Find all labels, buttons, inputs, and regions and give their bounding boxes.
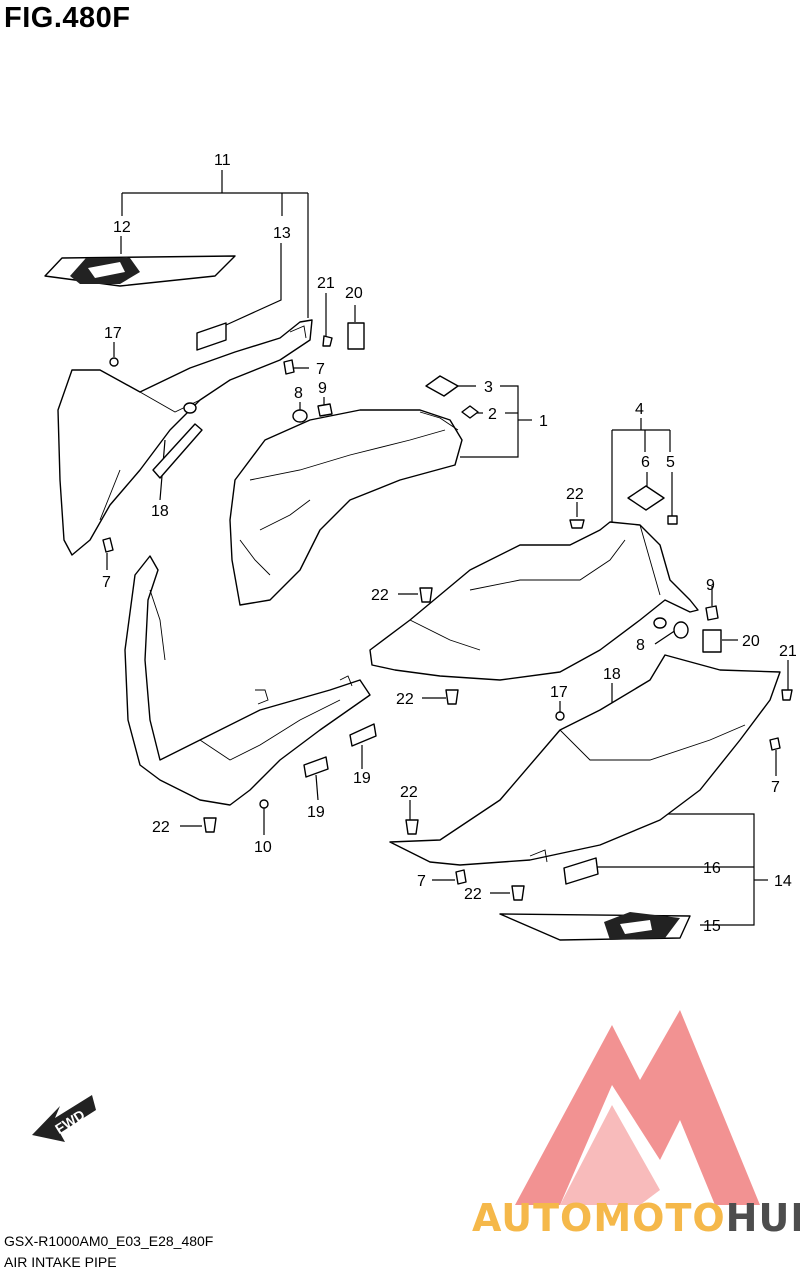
part-5-label (667, 515, 678, 525)
part-19-label-b (303, 756, 329, 778)
part-10-left-lower-cowl (124, 555, 371, 806)
part-2-label (461, 405, 479, 419)
fwd-arrow-icon: FWD (32, 1095, 96, 1142)
part-4-right-intake-pipe (369, 521, 699, 681)
part-14-right-lower-cowl (389, 654, 781, 866)
callout-18: 18 (603, 666, 621, 683)
part-11-left-cowl (57, 319, 313, 556)
part-13-label (196, 322, 227, 351)
part-15-decal (499, 912, 691, 941)
part-6-label (627, 485, 665, 511)
callout-20: 20 (742, 633, 760, 650)
callout-22: 22 (400, 784, 418, 801)
callout-22: 22 (152, 819, 170, 836)
figure-title: FIG.480F (4, 2, 131, 34)
automotohub-logo (515, 1010, 760, 1205)
callout-19: 19 (307, 804, 325, 821)
callout-2: 2 (488, 406, 497, 423)
leader-lines (106, 170, 789, 926)
callout-13: 13 (273, 225, 291, 242)
callout-8: 8 (294, 385, 303, 402)
callout-22: 22 (566, 486, 584, 503)
callout-1: 1 (539, 413, 548, 430)
callout-14: 14 (774, 873, 792, 890)
callout-8: 8 (636, 637, 645, 654)
part-3-label (425, 375, 459, 397)
watermark-part2: HUB (725, 1196, 800, 1240)
fasteners-left-upper (102, 322, 365, 553)
callout-9: 9 (706, 577, 715, 594)
callout-17: 17 (104, 325, 122, 342)
callout-7: 7 (417, 873, 426, 890)
part-18-label (152, 423, 203, 479)
callout-22: 22 (396, 691, 414, 708)
callout-numbers: 11 12 13 17 18 7 21 20 7 8 9 3 2 1 4 6 5… (102, 152, 797, 935)
callout-21: 21 (317, 275, 335, 292)
callout-7: 7 (316, 361, 325, 378)
callout-19: 19 (353, 770, 371, 787)
callout-22: 22 (371, 587, 389, 604)
callout-17: 17 (550, 684, 568, 701)
callout-4: 4 (635, 401, 644, 418)
callout-22: 22 (464, 886, 482, 903)
callout-15: 15 (703, 918, 721, 935)
callout-7: 7 (771, 779, 780, 796)
callout-7: 7 (102, 574, 111, 591)
footer-code: GSX-R1000AM0_E03_E28_480F (4, 1233, 214, 1249)
footer-name: AIR INTAKE PIPE (4, 1254, 117, 1270)
callout-20: 20 (345, 285, 363, 302)
callout-12: 12 (113, 219, 131, 236)
callout-11: 11 (214, 152, 231, 169)
callout-3: 3 (484, 379, 493, 396)
callout-5: 5 (666, 454, 675, 471)
fasteners-right (203, 519, 793, 901)
part-12-decal (44, 255, 236, 287)
callout-21: 21 (779, 643, 797, 660)
callout-18: 18 (151, 503, 169, 520)
part-19-label-a (349, 723, 377, 747)
callout-10: 10 (254, 839, 272, 856)
callout-16: 16 (703, 860, 721, 877)
part-16-label (563, 857, 599, 885)
callout-6: 6 (641, 454, 650, 471)
watermark-text: AUTOMOTOHUB (472, 1196, 800, 1240)
part-1-left-intake-pipe (229, 409, 463, 606)
watermark-part1: AUTOMOTO (472, 1196, 726, 1240)
callout-9: 9 (318, 380, 327, 397)
